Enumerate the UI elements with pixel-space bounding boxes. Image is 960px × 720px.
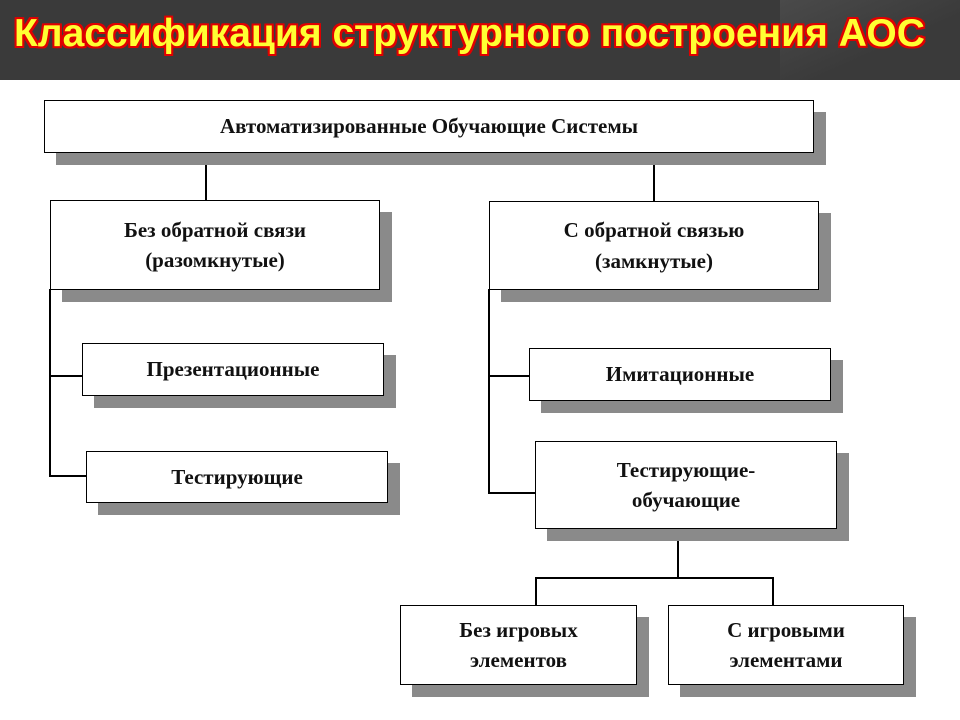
connector-right-child-1 bbox=[488, 375, 529, 377]
node-presentation: Презентационные bbox=[82, 343, 384, 396]
connector-sub-right bbox=[772, 577, 774, 605]
connector-sub-bar bbox=[535, 577, 773, 579]
node-root-label: Автоматизированные Обучающие Системы bbox=[219, 114, 639, 139]
node-testing-label: Тестирующие bbox=[171, 464, 303, 489]
title-bar: Классификация структурного построения АО… bbox=[0, 0, 960, 80]
node-testing: Тестирующие bbox=[86, 451, 388, 503]
connector-root-right bbox=[653, 152, 655, 201]
node-imitation: Имитационные bbox=[529, 348, 831, 401]
node-with-game-elements-label: С игровыми элементами bbox=[727, 617, 845, 672]
connector-sub-left bbox=[535, 577, 537, 605]
node-without-game-elements: Без игровых элементов bbox=[400, 605, 637, 685]
connector-left-child-2 bbox=[49, 475, 86, 477]
node-testing-training-label: Тестирующие- обучающие bbox=[616, 457, 756, 512]
node-without-game-elements-label: Без игровых элементов bbox=[459, 617, 578, 672]
connector-sub-stem bbox=[677, 528, 679, 577]
connector-right-trunk bbox=[488, 289, 490, 493]
node-testing-training: Тестирующие- обучающие bbox=[535, 441, 837, 529]
node-imitation-label: Имитационные bbox=[605, 362, 755, 387]
node-without-feedback: Без обратной связи (разомкнутые) bbox=[50, 200, 380, 290]
node-presentation-label: Презентационные bbox=[146, 357, 320, 382]
node-with-game-elements: С игровыми элементами bbox=[668, 605, 904, 685]
connector-right-child-2 bbox=[488, 492, 535, 494]
page-title: Классификация структурного построения АО… bbox=[14, 12, 925, 55]
node-root: Автоматизированные Обучающие Системы bbox=[44, 100, 814, 153]
title-bar-decoration bbox=[780, 0, 960, 80]
connector-left-child-1 bbox=[49, 375, 82, 377]
connector-left-trunk bbox=[49, 289, 51, 476]
node-with-feedback: С обратной связью (замкнутые) bbox=[489, 201, 819, 290]
node-with-feedback-label: С обратной связью (замкнутые) bbox=[563, 218, 745, 273]
node-without-feedback-label: Без обратной связи (разомкнутые) bbox=[123, 217, 307, 272]
connector-root-left bbox=[205, 152, 207, 200]
